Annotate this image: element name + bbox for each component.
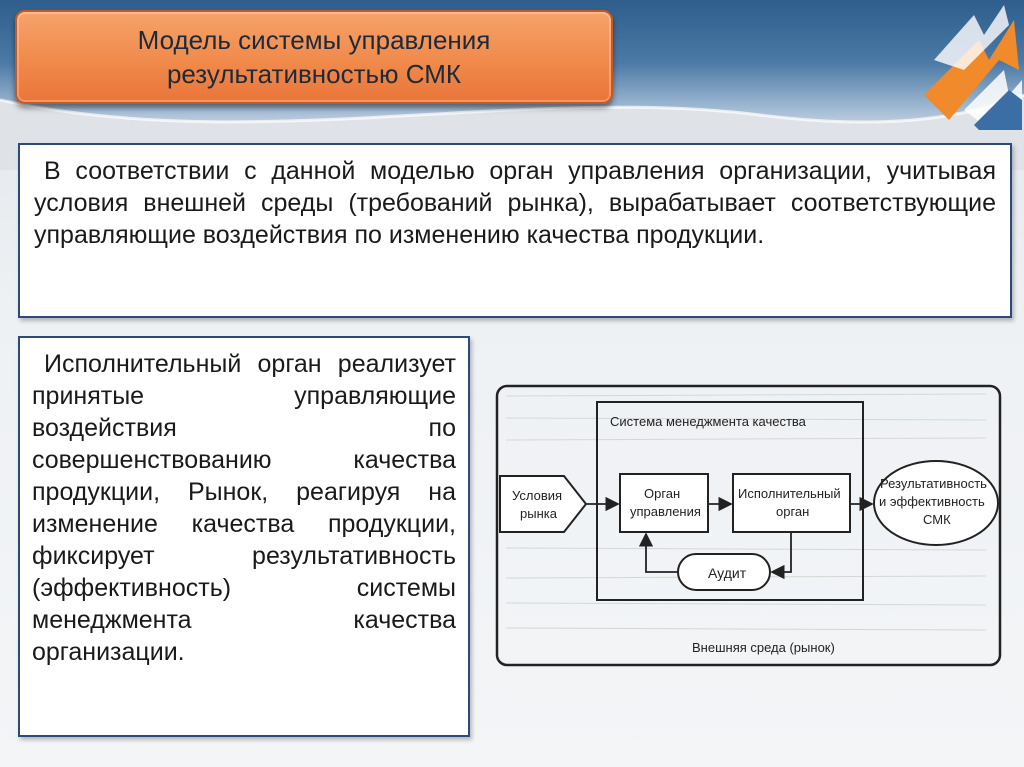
market-conditions-label-1: Условия <box>512 488 562 503</box>
text-block-1-paragraph: В соответствии с данной моделью орган уп… <box>34 155 996 251</box>
market-conditions-node <box>500 476 586 532</box>
arrow-executive-to-audit <box>772 532 791 572</box>
management-body-node <box>620 474 708 532</box>
environment-label: Внешняя среда (рынок) <box>692 640 835 655</box>
text-block-1: В соответствии с данной моделью орган уп… <box>18 143 1012 318</box>
audit-label: Аудит <box>708 565 747 581</box>
management-body-label-2: управления <box>630 504 701 519</box>
result-label-2: и эффективность <box>879 494 985 509</box>
executive-body-label-1: Исполнительный <box>738 486 841 501</box>
executive-body-label-2: орган <box>776 504 809 519</box>
text-block-2-paragraph: Исполнительный орган реализует принятые … <box>32 348 456 668</box>
executive-body-node <box>733 474 850 532</box>
slide-title-box: Модель системы управления результативнос… <box>15 10 613 104</box>
arrow-audit-to-management <box>646 534 678 572</box>
text-block-2: Исполнительный орган реализует принятые … <box>18 336 470 737</box>
result-label-3: СМК <box>923 512 951 527</box>
qms-label: Система менеджмента качества <box>610 414 807 429</box>
arrows-logo-icon <box>904 0 1024 130</box>
slide-title: Модель системы управления результативнос… <box>138 23 491 91</box>
management-body-label-1: Орган <box>644 486 680 501</box>
market-conditions-label-2: рынка <box>520 506 558 521</box>
qms-model-diagram: Внешняя среда (рынок) Система менеджмент… <box>486 378 1008 674</box>
result-label-1: Результативность <box>880 476 987 491</box>
